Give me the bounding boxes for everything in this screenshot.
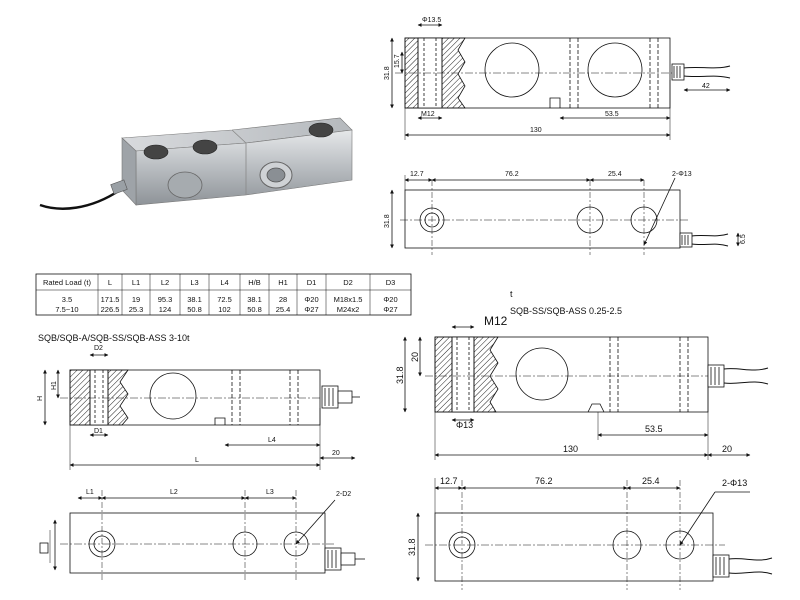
dim-76-2-right: 76.2 — [535, 476, 553, 486]
dim-130-right: 130 — [563, 444, 578, 454]
dim-20-right: 20 — [722, 444, 732, 454]
table-header-cell: L2 — [161, 278, 169, 287]
dim-31-8-right: 31.8 — [395, 366, 405, 384]
table-cell: 72.5 — [217, 295, 232, 304]
dim-31-8-plan: 31.8 — [384, 214, 391, 228]
table-cell: 28 — [279, 295, 287, 304]
table-header-cell: H1 — [278, 278, 288, 287]
table-cell: Φ20 — [304, 295, 318, 304]
table-cell: 95.3 — [158, 295, 173, 304]
left-plan-dims: L1 L2 L3 2-D2 — [86, 489, 351, 498]
dim-2-phi-13-right: 2-Φ13 — [722, 478, 747, 488]
dim-D1: D1 — [94, 428, 103, 435]
dim-L1: L1 — [86, 489, 94, 496]
dim-L: L — [195, 457, 199, 464]
dim-L4: L4 — [268, 437, 276, 444]
dim-15-7: 15.7 — [394, 54, 401, 68]
table-header-cell: L — [108, 278, 112, 287]
dim-m12: M12 — [421, 111, 435, 118]
table-cell: 19 — [132, 295, 140, 304]
table-cell: Φ27 — [304, 305, 318, 314]
dim-2-phi-13: 2-Φ13 — [672, 171, 692, 178]
table-cell: 7.5~10 — [55, 305, 78, 314]
right-plan-dims: 12.7 76.2 25.4 2-Φ13 31.8 — [407, 476, 747, 556]
table-cell: M24x2 — [337, 305, 360, 314]
dim-2-D2: 2-D2 — [336, 491, 351, 498]
table-header-cell: Rated Load (t) — [43, 278, 91, 287]
dim-76-2: 76.2 — [505, 171, 519, 178]
dim-D2: D2 — [94, 345, 103, 352]
dim-42: 42 — [702, 83, 710, 90]
dim-31-8-vertical: 31.8 — [384, 66, 391, 80]
top-right-plan-dims: 12.7 76.2 25.4 2-Φ13 31.8 6.5 — [384, 171, 747, 244]
dim-6-5: 6.5 — [740, 234, 747, 244]
table-cell: 226.5 — [101, 305, 120, 314]
load-cell-photo — [39, 117, 353, 210]
dim-20-vertical: 20 — [410, 352, 420, 362]
table-header-cell: L1 — [132, 278, 140, 287]
table-header-cell: D3 — [386, 278, 396, 287]
table-header-cell: H/B — [248, 278, 261, 287]
dim-53-5: 53.5 — [605, 111, 619, 118]
dim-31-8-right-plan: 31.8 — [407, 538, 417, 556]
table-cell: 3.5 — [62, 295, 72, 304]
dim-20-left: 20 — [332, 450, 340, 457]
table-cell: M18x1.5 — [334, 295, 363, 304]
dim-phi-13-5: Φ13.5 — [422, 17, 441, 24]
table-cell: Φ20 — [383, 295, 397, 304]
table-cell: 50.8 — [187, 305, 202, 314]
table-cell: 25.3 — [129, 305, 144, 314]
dim-12-7: 12.7 — [410, 171, 424, 178]
table-cell: 38.1 — [247, 295, 262, 304]
right-side-dims: M12 20 31.8 Φ13 53.5 130 20 — [395, 314, 732, 454]
left-model-label: SQB/SQB-A/SQB-SS/SQB-ASS 3-10t — [38, 333, 190, 343]
table-cell: Φ27 — [383, 305, 397, 314]
dim-53-5-right: 53.5 — [645, 424, 663, 434]
table-cell: 25.4 — [276, 305, 291, 314]
table-header-cell: L4 — [220, 278, 228, 287]
table-cell: 171.5 — [101, 295, 120, 304]
top-right-side-view — [390, 23, 731, 140]
dim-L2: L2 — [170, 489, 178, 496]
table-cell: 102 — [218, 305, 231, 314]
dim-25-4-right: 25.4 — [642, 476, 660, 486]
dim-25-4: 25.4 — [608, 171, 622, 178]
table-header-cell: D2 — [343, 278, 353, 287]
right-model-t: t — [510, 289, 513, 299]
left-plan-view — [39, 490, 365, 580]
dim-M12: M12 — [484, 314, 508, 328]
right-plan-view — [416, 478, 773, 590]
right-model-label: SQB-SS/SQB-ASS 0.25-2.5 — [510, 306, 622, 316]
spec-table: Rated Load (t) L L1 L2 L3 L4 H/B H1 D1 D2 D3 3.5 171… — [35, 273, 412, 316]
table-cell: 124 — [159, 305, 172, 314]
dim-12-7-right: 12.7 — [440, 476, 458, 486]
table-cell: 50.8 — [247, 305, 262, 314]
table-cell: 38.1 — [187, 295, 202, 304]
right-side-view — [403, 325, 769, 460]
table-header-cell: L3 — [190, 278, 198, 287]
dim-H1: H1 — [51, 381, 58, 390]
dim-phi13: Φ13 — [456, 420, 473, 430]
top-right-side-dims: Φ13.5 31.8 15.7 M12 42 53.5 130 — [384, 17, 710, 134]
left-side-dims: D2 H1 H D1 L4 L 20 — [37, 345, 340, 464]
dim-H: H — [37, 396, 44, 401]
left-side-view — [43, 353, 360, 470]
dim-L3: L3 — [266, 489, 274, 496]
dim-130: 130 — [530, 127, 542, 134]
top-right-plan-view — [390, 175, 740, 255]
table-header-cell: D1 — [307, 278, 317, 287]
